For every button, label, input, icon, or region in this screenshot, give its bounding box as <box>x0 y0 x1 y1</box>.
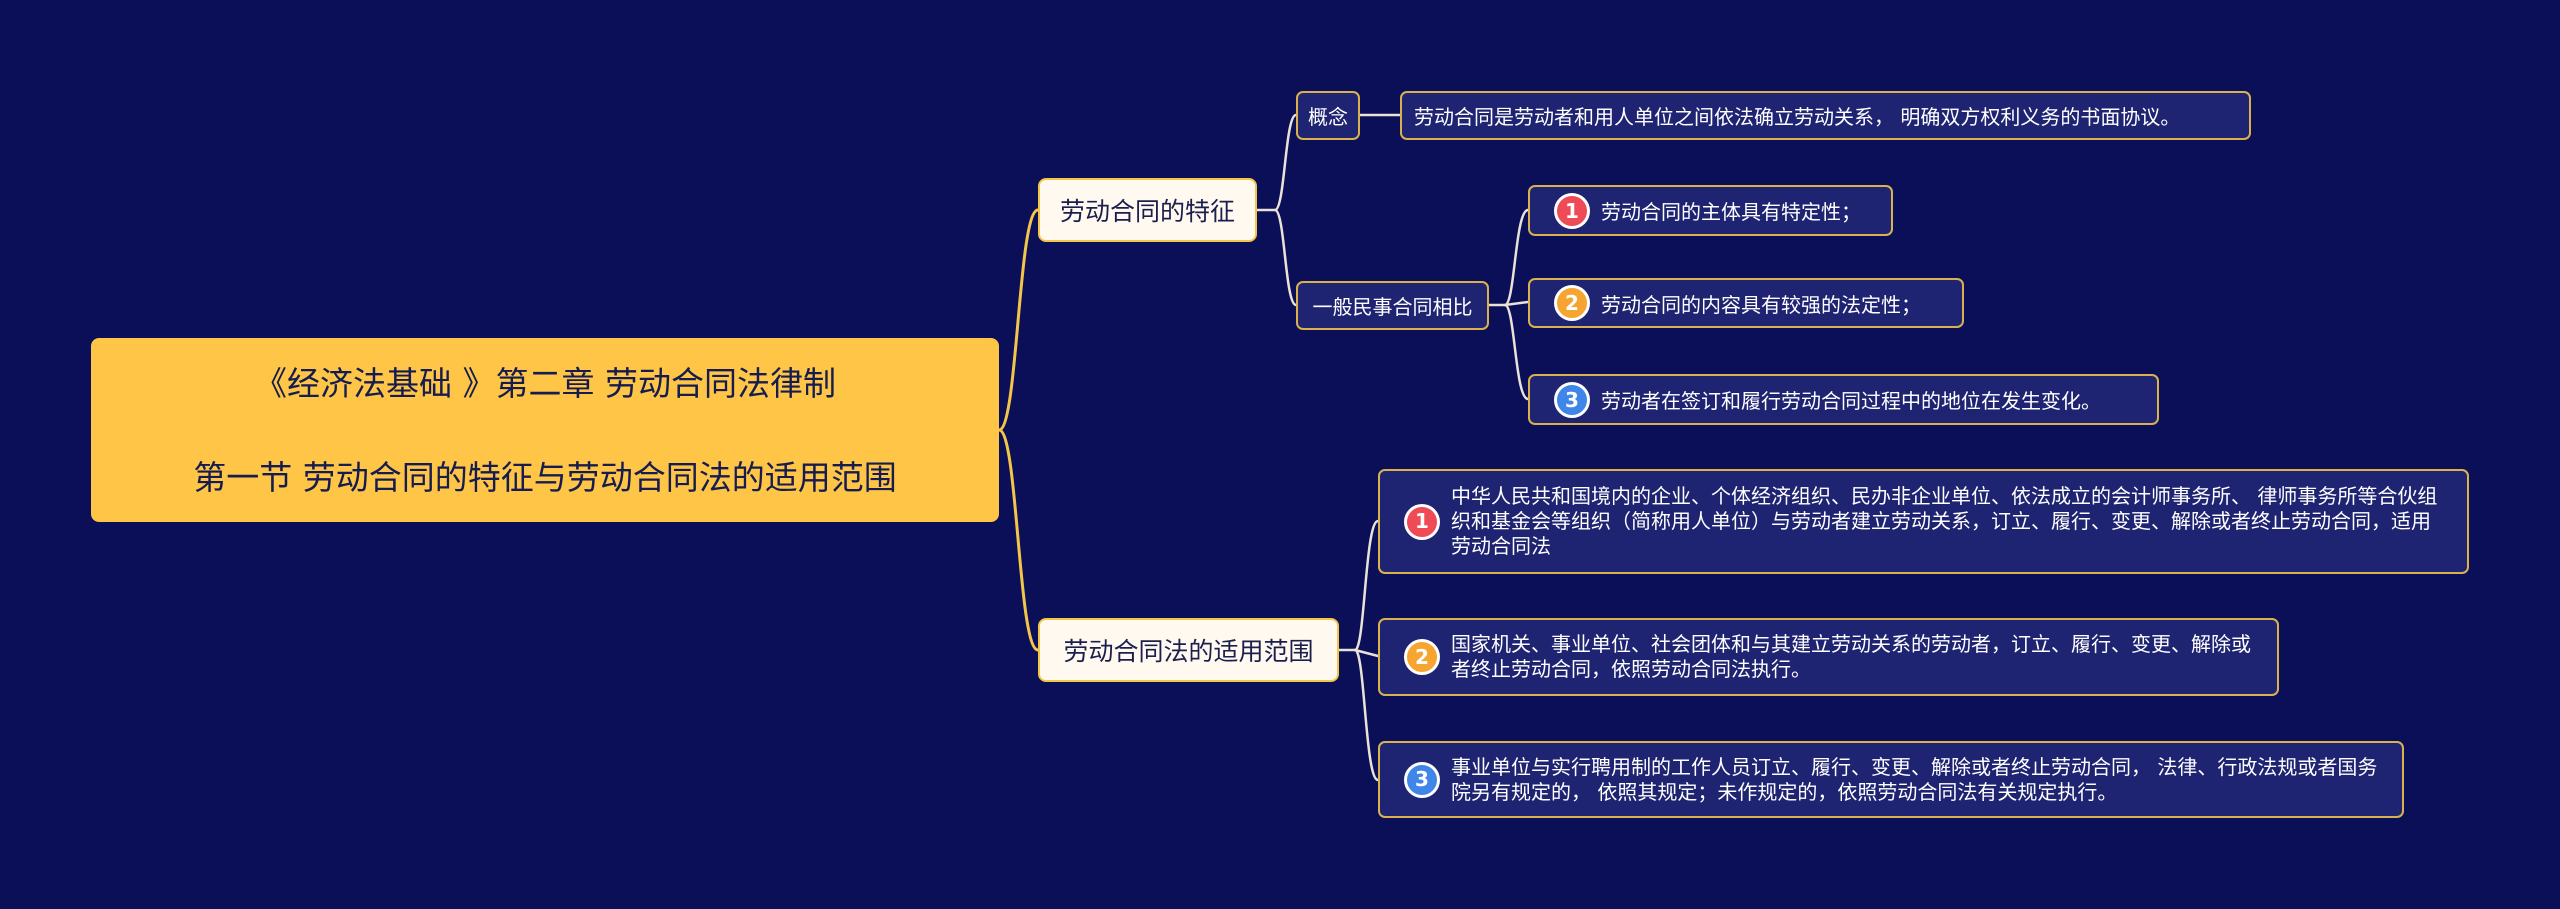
connector-branch2-item2 <box>1353 648 1380 658</box>
item-text: 劳动合同的主体具有特定性； <box>1601 200 1861 224</box>
branch-label: 劳动合同法的适用范围 <box>1063 637 1314 666</box>
node-compare-civil-contract[interactable]: 一般民事合同相比 <box>1296 281 1489 330</box>
connector-compare-item3 <box>1503 303 1530 401</box>
node-label: 一般民事合同相比 <box>1312 295 1473 319</box>
item-text: 劳动者在签订和履行劳动合同过程中的地位在发生变化。 <box>1601 389 2101 413</box>
number-3-badge: 3 <box>1404 761 1440 798</box>
branch-labor-contract-features[interactable]: 劳动合同的特征 <box>1038 178 1257 242</box>
concept-definition[interactable]: 劳动合同是劳动者和用人单位之间依法确立劳动关系， 明确双方权利义务的书面协议。 <box>1400 91 2251 140</box>
number-1-badge: 1 <box>1404 503 1440 540</box>
scope-item-1[interactable]: 1 中华人民共和国境内的企业、个体经济组织、民办非企业单位、依法成立的会计师事务… <box>1378 469 2469 574</box>
number-2-badge: 2 <box>1404 639 1440 675</box>
item-text: 国家机关、事业单位、社会团体和与其建立劳动关系的劳动者，订立、履行、变更、解除或… <box>1451 632 2251 681</box>
node-text: 劳动合同是劳动者和用人单位之间依法确立劳动关系， 明确双方权利义务的书面协议。 <box>1414 105 2181 129</box>
connector-root-branch2 <box>997 428 1040 652</box>
item-text: 事业单位与实行聘用制的工作人员订立、履行、变更、解除或者终止劳动合同， 法律、行… <box>1451 754 2378 804</box>
connector-compare-item2 <box>1503 300 1530 307</box>
scope-item-2[interactable]: 2 国家机关、事业单位、社会团体和与其建立劳动关系的劳动者，订立、履行、变更、解… <box>1378 618 2279 696</box>
branch-labor-law-scope[interactable]: 劳动合同法的适用范围 <box>1038 618 1339 682</box>
connector-compare-item1 <box>1487 208 1530 307</box>
root-title-line1: 《经济法基础 》第二章 劳动合同法律制 <box>254 363 836 403</box>
number-1-badge: 1 <box>1554 192 1590 229</box>
item-text: 劳动合同的内容具有较强的法定性； <box>1601 292 1921 317</box>
number-2-badge: 2 <box>1554 285 1590 321</box>
compare-item-1[interactable]: 1 劳动合同的主体具有特定性； <box>1528 185 1893 236</box>
root-topic[interactable]: 《经济法基础 》第二章 劳动合同法律制 第一节 劳动合同的特征与劳动合同法的适用… <box>91 338 999 522</box>
node-label: 概念 <box>1308 105 1348 129</box>
connector-root-branch1 <box>997 208 1040 432</box>
node-concept[interactable]: 概念 <box>1296 91 1360 140</box>
branch-label: 劳动合同的特征 <box>1059 197 1235 226</box>
number-3-badge: 3 <box>1554 381 1590 418</box>
connector-branch2-item1 <box>1337 519 1380 652</box>
item-text: 中华人民共和国境内的企业、个体经济组织、民办非企业单位、依法成立的会计师事务所、… <box>1451 484 2438 558</box>
connector-branch1-compare <box>1273 208 1298 307</box>
scope-item-3[interactable]: 3 事业单位与实行聘用制的工作人员订立、履行、变更、解除或者终止劳动合同， 法律… <box>1378 741 2404 818</box>
connector-branch1-concept <box>1255 113 1298 212</box>
root-title-line2: 第一节 劳动合同的特征与劳动合同法的适用范围 <box>193 457 897 497</box>
connector-branch2-item3 <box>1353 648 1380 782</box>
compare-item-3[interactable]: 3 劳动者在签订和履行劳动合同过程中的地位在发生变化。 <box>1528 374 2159 425</box>
compare-item-2[interactable]: 2 劳动合同的内容具有较强的法定性； <box>1528 278 1964 328</box>
